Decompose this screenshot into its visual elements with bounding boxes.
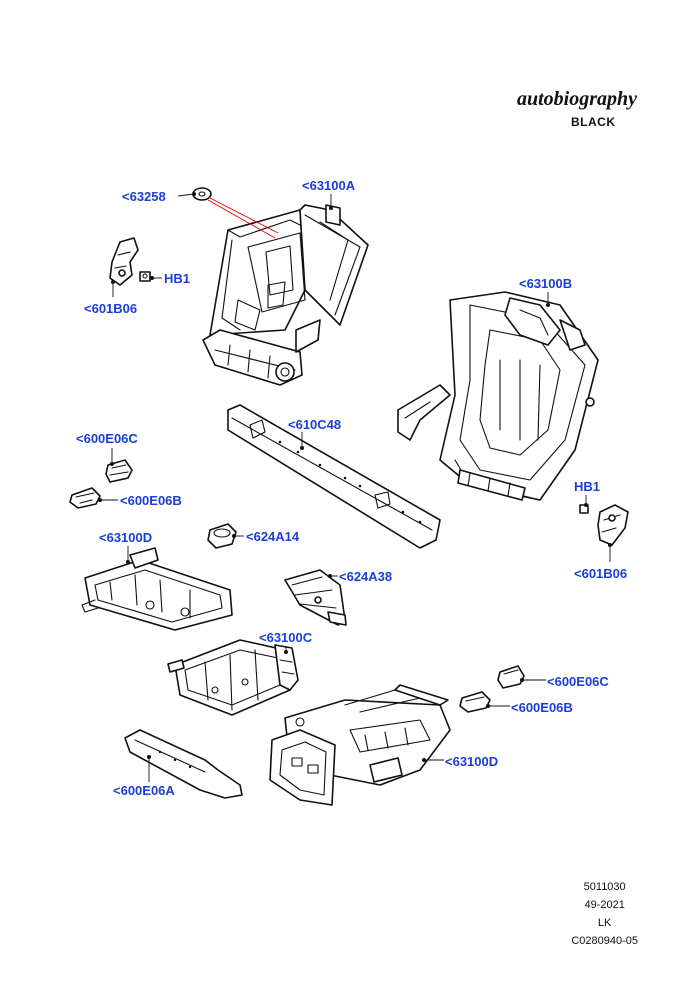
callout-63258[interactable]: <63258 [122,189,166,204]
reference-line-1: 5011030 [583,881,626,893]
clip-600E06B-right[interactable] [459,691,491,713]
clip-600E06C-left[interactable] [105,459,133,483]
bracket-601B06-right[interactable] [579,504,629,546]
brand-variant: BLACK [571,115,616,129]
grommet-624A14[interactable] [207,523,237,549]
callout-63100C[interactable]: <63100C [259,630,313,645]
callout-63100B[interactable]: <63100B [519,276,573,291]
reference-line-2: 49-2021 [584,899,625,911]
callout-600E06A[interactable]: <600E06A [113,783,175,798]
callout-600E06C-left[interactable]: <600E06C [76,431,138,446]
clip-600E06B-left[interactable] [69,487,101,509]
reference-line-3: LK [597,917,612,929]
callout-600E06C-right[interactable]: <600E06C [547,674,609,689]
reference-block: 5011030 49-2021 LK C0280940-05 [571,878,638,950]
brand-script: autobiography [517,88,638,110]
callout-hb1-right[interactable]: HB1 [574,479,601,494]
callout-600E06B-right[interactable]: <600E06B [511,700,573,715]
trim-600E06A[interactable] [124,729,243,799]
bracket-601B06-left[interactable] [109,237,151,286]
leader-lines [98,192,612,782]
callout-601B06-right[interactable]: <601B06 [574,566,628,581]
seat-back-frame-63100B[interactable] [397,291,599,501]
reference-line-4: C0280940-05 [571,935,638,947]
clip-600E06C-right[interactable] [497,665,525,689]
callout-600E06B-left[interactable]: <600E06B [120,493,182,508]
seat-base-63100C[interactable] [167,639,299,716]
callout-624A38[interactable]: <624A38 [339,569,393,584]
callout-610C48[interactable]: <610C48 [288,417,342,432]
callout-601B06-left[interactable]: <601B06 [84,301,138,316]
callout-63100A[interactable]: <63100A [302,178,356,193]
callout-hb1-left[interactable]: HB1 [164,271,191,286]
callout-624A14[interactable]: <624A14 [246,529,300,544]
callout-63100D-lower[interactable]: <63100D [445,754,499,769]
seat-back-frame-63100A[interactable] [202,204,369,386]
seat-base-63100D-upper[interactable] [81,547,233,631]
plate-624A38[interactable] [284,569,347,626]
seat-base-63100D-lower[interactable] [269,684,451,806]
cross-bar-610C48[interactable] [227,404,441,549]
callout-63100D-upper[interactable]: <63100D [99,530,153,545]
